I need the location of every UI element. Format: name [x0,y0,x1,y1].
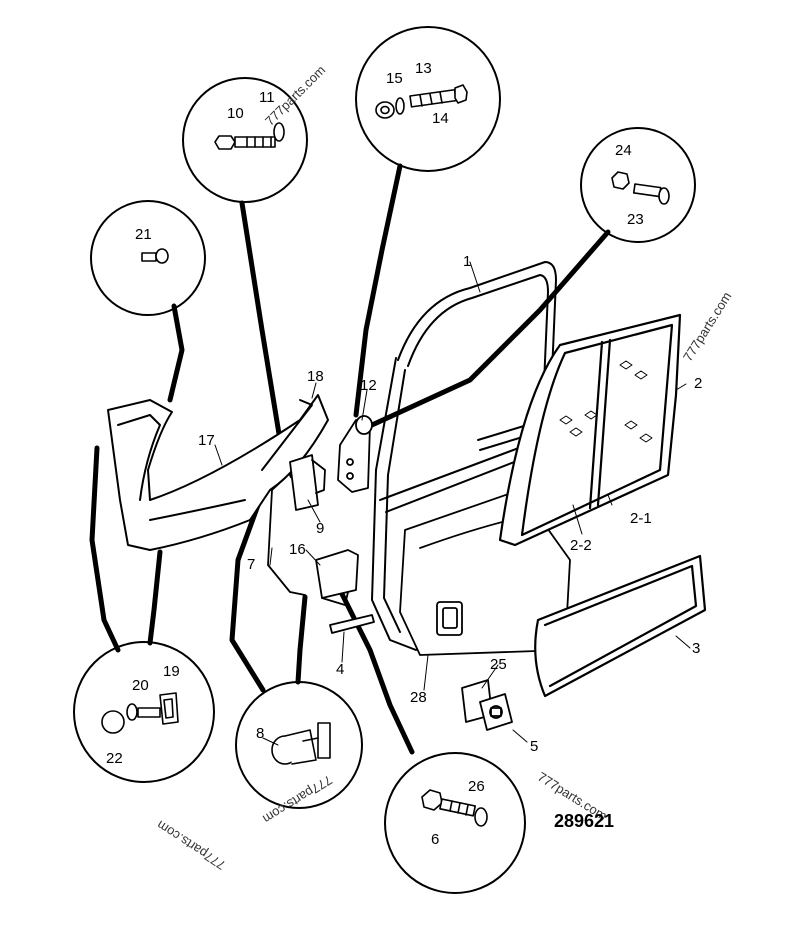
drawing-number: 289621 [554,811,615,831]
callout-18: 18 [307,368,324,385]
latch-assembly [267,454,375,634]
detail-circle-bolt-13-15 [355,26,501,172]
callout-2: 2 [694,375,703,392]
detail-circle-screw-21 [90,200,206,316]
callout-24: 24 [615,142,632,159]
bolt-13-icon [375,84,468,119]
detail-circle-clip-19-22 [73,641,215,783]
callout-6: 6 [431,831,440,848]
callout-15: 15 [386,70,403,87]
bolt-23-icon [611,171,670,205]
callout-1: 1 [463,253,472,270]
leader-clip-a [89,445,121,653]
leader-pin-b [295,594,308,685]
callout-12: 12 [360,377,377,394]
callout-25: 25 [490,656,507,673]
lower-glass [534,554,707,698]
callout-10: 10 [227,105,244,122]
callout-22: 22 [106,750,123,767]
callout-9: 9 [316,520,325,537]
callout-4: 4 [336,661,345,678]
callout-28: 28 [410,689,427,706]
clip-19-icon [101,692,179,734]
sliding-window [498,313,682,547]
detail-circle-bolt-10-11 [182,77,308,203]
detail-circle-bolt-23-24 [580,127,696,243]
leader-bolt-23-24 [369,229,611,428]
leader-clip-b [147,549,163,646]
callout-14: 14 [432,110,449,127]
hinge-12 [337,415,373,493]
callout-17: 17 [198,432,215,449]
callout-26: 26 [468,778,485,795]
leader-bolt-13-15 [353,163,403,418]
screw-21-icon [141,248,169,264]
leader-screw-21 [167,303,185,403]
door-handle [461,679,513,731]
callout-2-2: 2-2 [570,537,592,554]
callout-16: 16 [289,541,306,558]
callout-5: 5 [530,738,539,755]
bolt-10-icon [214,122,285,150]
callout-11: 11 [259,89,275,106]
bolt-6-icon [421,789,488,827]
trim-panel [107,394,329,551]
pin-8-icon [271,722,331,765]
callout-3: 3 [692,640,701,657]
callout-19: 19 [163,663,180,680]
callout-13: 13 [415,60,432,77]
callout-8: 8 [256,725,265,742]
callout-20: 20 [132,677,149,694]
leader-pin-a [229,483,268,693]
detail-circle-bolt-6-26 [384,752,526,894]
callout-21: 21 [135,226,152,243]
callout-23: 23 [627,211,644,228]
callout-7: 7 [247,556,256,573]
callout-2-1: 2-1 [630,510,652,527]
